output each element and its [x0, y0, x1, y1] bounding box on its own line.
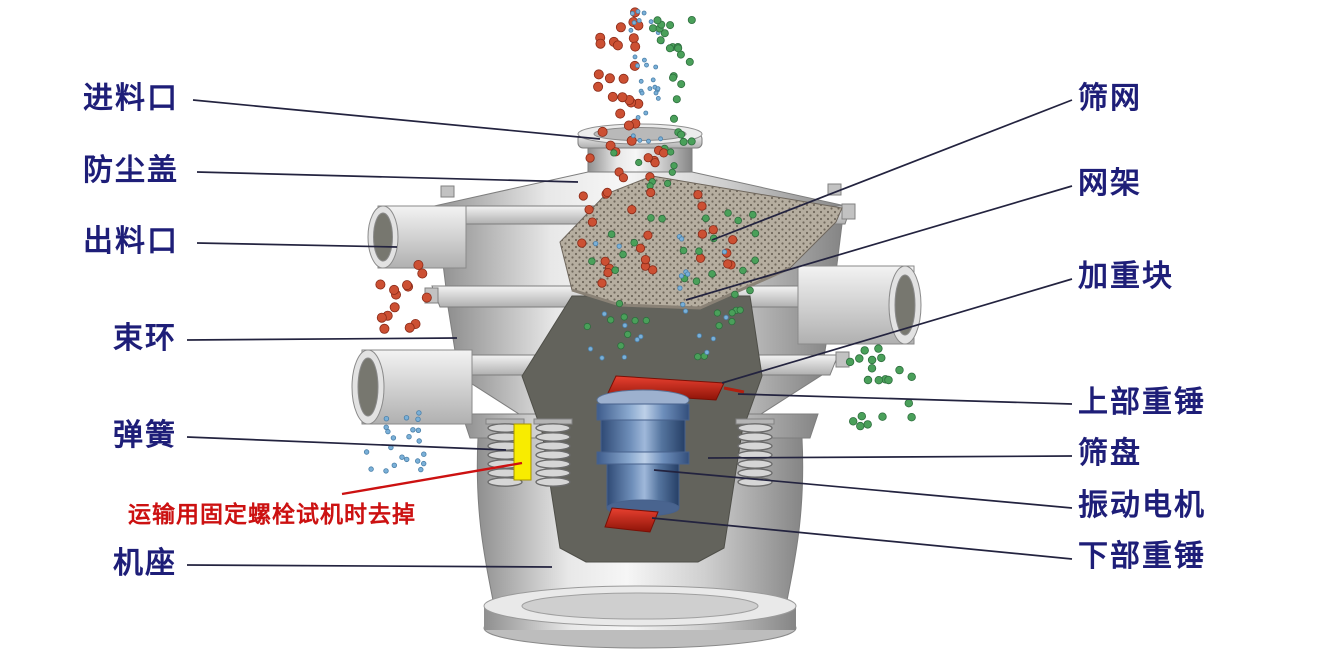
label-lower-hammer: 下部重锤	[1078, 540, 1206, 573]
label-dust-cover: 防尘盖	[83, 154, 179, 187]
label-weight-block: 加重块	[1078, 260, 1174, 293]
label-discharge-outlet: 出料口	[83, 225, 179, 258]
transport-bolt-part	[513, 423, 532, 481]
label-sieve-tray: 筛盘	[1078, 437, 1142, 470]
note-transport-bolt: 运输用固定螺栓试机时去掉	[128, 501, 416, 527]
note-leader-line	[341, 461, 523, 496]
mesh-frame-part	[571, 266, 791, 310]
label-upper-hammer: 上部重锤	[1078, 386, 1206, 419]
label-feed-inlet: 进料口	[83, 82, 179, 115]
label-spring: 弹簧	[113, 419, 177, 452]
vibration-motor-part	[596, 389, 690, 517]
label-clamp-ring: 束环	[113, 322, 177, 355]
leader-lines	[186, 99, 1073, 568]
lower-hammer-part	[604, 507, 659, 533]
label-mesh-frame: 网架	[1078, 167, 1142, 200]
label-screen-mesh: 筛网	[1078, 82, 1142, 115]
label-machine-base: 机座	[113, 547, 177, 580]
label-vibration-motor: 振动电机	[1078, 489, 1206, 522]
particle-streams	[363, 7, 916, 474]
